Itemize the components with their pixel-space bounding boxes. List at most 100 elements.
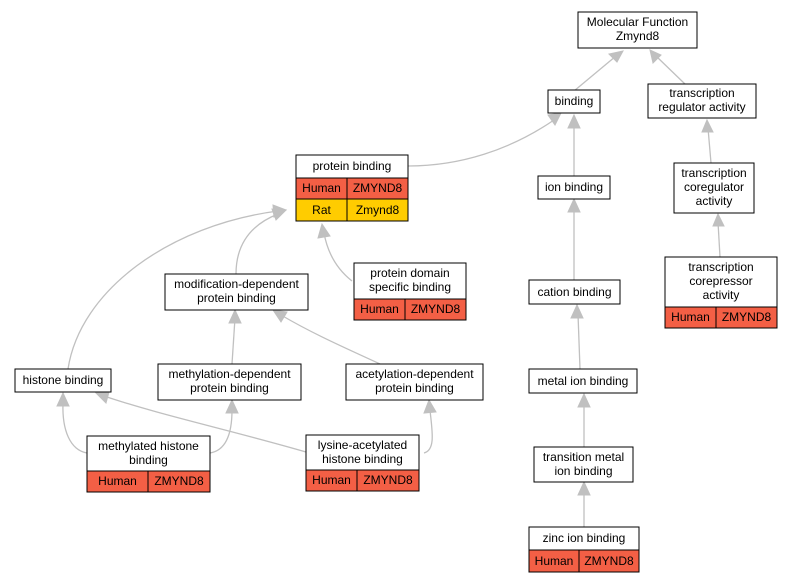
- annotation-row-human: Human ZMYND8: [528, 549, 640, 573]
- annotation-gene: ZMYND8: [363, 473, 413, 487]
- node-transcription-corepressor-activity-label-3: activity: [703, 288, 740, 302]
- edge-lahb-to-histone-arrow: [94, 391, 110, 404]
- node-transcription-coregulator-activity-label-1: transcription: [681, 166, 746, 180]
- node-lysine-acetylated-histone-binding-label-1: lysine-acetylated: [318, 438, 407, 452]
- node-ion-binding[interactable]: ion binding: [537, 175, 611, 200]
- node-methylation-dependent-protein-binding-box: [157, 363, 302, 401]
- annotation-row-human: Human ZMYND8: [295, 177, 409, 200]
- node-metal-ion-binding-box: [528, 368, 638, 394]
- annotation-row-human: Human ZMYND8: [305, 469, 420, 492]
- edge-tcoreg-to-tra-arrow: [701, 118, 714, 133]
- edge-tcorep-to-tcoreg-arrow: [712, 212, 725, 227]
- edge-acetdep-to-moddep-arrow: [271, 309, 288, 323]
- annotation-row-rat: Rat Zmynd8: [295, 198, 409, 222]
- edge-pdsb-to-pb-arrow: [317, 222, 331, 239]
- annotation-gene-cell: [715, 306, 778, 329]
- edge-pb-to-binding: [407, 119, 555, 167]
- node-cation-binding-box: [528, 279, 621, 305]
- annotation-gene: ZMYND8: [411, 302, 461, 316]
- annotation-gene: ZMYND8: [584, 554, 634, 568]
- edge-pb-to-binding-arrow: [547, 112, 562, 126]
- node-methylated-histone-binding[interactable]: methylated histone binding Human ZMYND8: [86, 435, 211, 493]
- annotation-gene-cell: [346, 198, 409, 222]
- edge-mhb-to-methdep-arrow: [225, 398, 239, 414]
- node-methylated-histone-binding-label-2: binding: [129, 453, 168, 467]
- node-binding-label: binding: [555, 94, 594, 108]
- annotation-species: Human: [312, 473, 351, 487]
- edge-mhb-to-methdep: [209, 409, 233, 454]
- node-histone-binding-label: histone binding: [23, 373, 104, 387]
- node-methylated-histone-binding-box: [86, 435, 211, 472]
- node-ion-binding-box: [537, 175, 611, 200]
- node-protein-binding[interactable]: protein binding Human ZMYND8 Rat Zmynd8: [295, 154, 409, 222]
- annotation-row-human: Human ZMYND8: [664, 306, 778, 329]
- node-methylation-dependent-protein-binding-label-2: protein binding: [190, 381, 269, 395]
- node-acetylation-dependent-protein-binding-label-2: protein binding: [375, 381, 454, 395]
- node-methylated-histone-binding-label-1: methylated histone: [98, 439, 199, 453]
- node-methylation-dependent-protein-binding-label-1: methylation-dependent: [168, 367, 291, 381]
- node-acetylation-dependent-protein-binding-box: [345, 363, 484, 401]
- node-lysine-acetylated-histone-binding[interactable]: lysine-acetylated histone binding Human …: [305, 434, 420, 492]
- edge-histone-to-pb-arrow: [272, 204, 288, 218]
- node-transcription-coregulator-activity[interactable]: transcription coregulator activity: [673, 162, 755, 214]
- node-transcription-coregulator-activity-label-3: activity: [696, 194, 733, 208]
- node-protein-domain-specific-binding[interactable]: protein domain specific binding Human ZM…: [353, 262, 467, 321]
- node-metal-ion-binding[interactable]: metal ion binding: [528, 368, 638, 394]
- node-methylation-dependent-protein-binding[interactable]: methylation-dependent protein binding: [157, 363, 302, 401]
- edge-lahb-to-acetdep-arrow: [423, 398, 437, 414]
- edge-tmib-to-metal-arrow: [577, 392, 591, 408]
- edge-lahb-to-histone: [103, 395, 307, 453]
- node-zinc-ion-binding-label: zinc ion binding: [543, 531, 626, 545]
- node-transition-metal-ion-binding-box: [533, 446, 634, 483]
- node-transcription-regulator-activity-label-1: transcription: [669, 86, 734, 100]
- annotation-row-human: Human ZMYND8: [353, 298, 467, 321]
- annotation-gene-cell: [578, 549, 640, 573]
- node-acetylation-dependent-protein-binding-label-1: acetylation-dependent: [355, 367, 474, 381]
- node-transition-metal-ion-binding-label-2: ion binding: [554, 464, 612, 478]
- annotation-species: Human: [302, 181, 341, 195]
- node-protein-binding-label: protein binding: [313, 159, 392, 173]
- node-transcription-corepressor-activity[interactable]: transcription corepressor activity Human…: [664, 256, 778, 329]
- edge-zinc-to-tmib-arrow: [577, 480, 591, 496]
- annotation-gene: ZMYND8: [722, 310, 772, 324]
- annotation-gene: ZMYND8: [154, 474, 204, 488]
- annotation-gene-cell: [404, 298, 467, 321]
- node-molecular-function-box: [577, 11, 698, 49]
- annotation-species: Human: [671, 310, 710, 324]
- node-transcription-regulator-activity-label-2: regulator activity: [658, 100, 745, 114]
- edges: [56, 49, 725, 527]
- node-molecular-function[interactable]: Molecular Function Zmynd8: [577, 11, 698, 49]
- node-modification-dependent-protein-binding[interactable]: modification-dependent protein binding: [164, 273, 309, 311]
- edge-pdsb-to-pb: [323, 232, 353, 282]
- edge-binding-to-mf: [573, 55, 617, 92]
- node-histone-binding[interactable]: histone binding: [14, 368, 112, 393]
- edge-mhb-to-histone-arrow: [56, 391, 70, 407]
- node-transition-metal-ion-binding[interactable]: transition metal ion binding: [533, 446, 634, 483]
- node-lysine-acetylated-histone-binding-label-2: histone binding: [322, 452, 403, 466]
- annotation-gene: ZMYND8: [353, 181, 403, 195]
- node-modification-dependent-protein-binding-label-1: modification-dependent: [174, 277, 299, 291]
- node-cation-binding[interactable]: cation binding: [528, 279, 621, 305]
- node-binding[interactable]: binding: [547, 89, 601, 114]
- node-ion-binding-label: ion binding: [545, 180, 603, 194]
- node-molecular-function-label-2: Zmynd8: [616, 29, 660, 43]
- edge-tcoreg-to-tra: [707, 127, 712, 164]
- node-transcription-regulator-activity[interactable]: transcription regulator activity: [647, 83, 757, 119]
- node-protein-domain-specific-binding-label-2: specific binding: [369, 280, 451, 294]
- annotation-gene-cell: [147, 470, 211, 493]
- node-transcription-coregulator-activity-label-2: coregulator: [684, 180, 744, 194]
- node-modification-dependent-protein-binding-label-2: protein binding: [197, 291, 276, 305]
- node-histone-binding-box: [14, 368, 112, 393]
- node-protein-domain-specific-binding-label-1: protein domain: [370, 266, 449, 280]
- node-transcription-corepressor-activity-label-1: transcription: [688, 260, 753, 274]
- edge-acetdep-to-moddep: [280, 314, 381, 365]
- annotation-row-human: Human ZMYND8: [86, 470, 211, 493]
- edge-tra-to-mf-arrow: [649, 49, 662, 64]
- annotation-species: Rat: [312, 203, 331, 217]
- node-lysine-acetylated-histone-binding-box: [305, 434, 420, 471]
- annotation-gene-cell: [356, 469, 420, 492]
- node-molecular-function-label-1: Molecular Function: [587, 15, 688, 29]
- node-zinc-ion-binding[interactable]: zinc ion binding Human ZMYND8: [528, 526, 640, 573]
- node-acetylation-dependent-protein-binding[interactable]: acetylation-dependent protein binding: [345, 363, 484, 401]
